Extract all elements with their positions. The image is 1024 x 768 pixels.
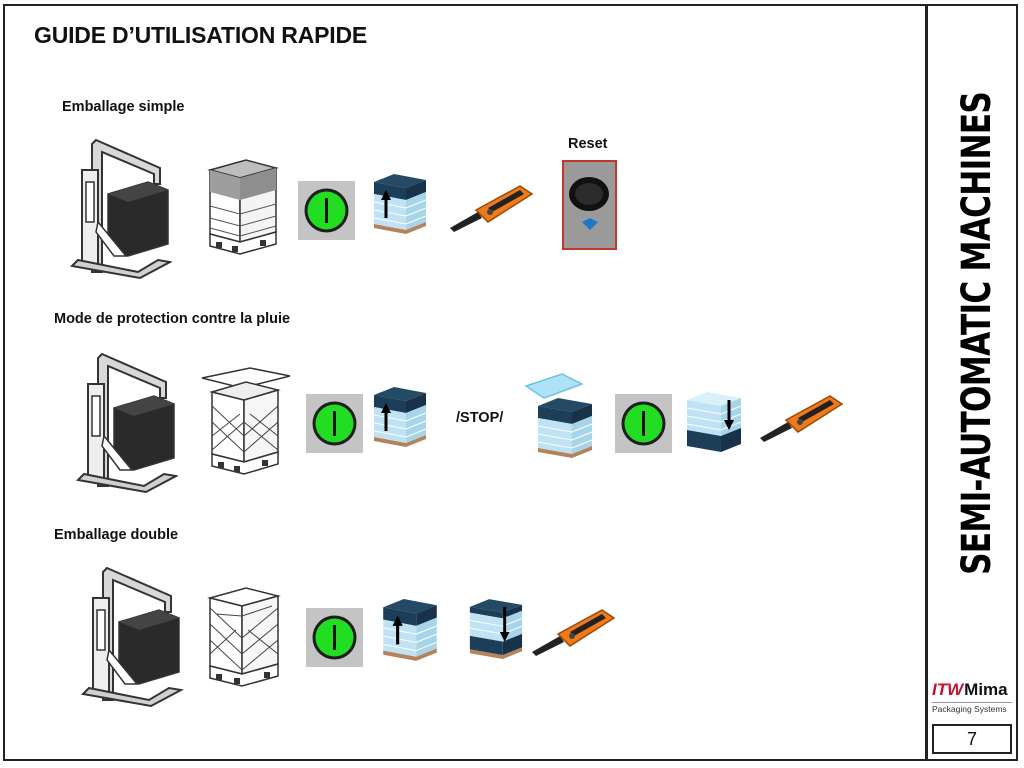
page-frame	[3, 4, 1018, 761]
sidebar-divider	[925, 4, 928, 761]
cutter-knife-icon	[758, 392, 844, 442]
pallet-film-up-icon	[372, 385, 428, 451]
page-number: 7	[932, 724, 1012, 754]
logo-tagline: Packaging Systems	[932, 704, 1007, 714]
pallet-film-down-icon	[683, 390, 743, 460]
cutter-knife-icon	[530, 606, 616, 656]
section-heading-rain-protection: Mode de protection contre la pluie	[54, 311, 291, 327]
stop-label: /STOP/	[456, 410, 504, 426]
pallet-cover-sheet-placing-icon	[522, 372, 600, 464]
start-button-icon[interactable]	[615, 394, 672, 453]
start-button-icon[interactable]	[306, 394, 363, 453]
pallet-film-up-icon	[380, 597, 440, 665]
reset-button-icon[interactable]	[562, 160, 617, 250]
pallet-film-up-icon	[372, 172, 428, 238]
pallet-with-cover-sheet-icon	[200, 366, 292, 482]
start-button-icon[interactable]	[306, 608, 363, 667]
section-heading-double: Emballage double	[54, 527, 179, 543]
start-button-icon[interactable]	[298, 181, 355, 240]
company-logo: ITWMima Packaging Systems	[932, 680, 1014, 714]
wrapping-machine-icon	[76, 560, 186, 708]
wrapped-pallet-icon	[206, 156, 280, 262]
reset-label: Reset	[568, 136, 608, 152]
wrapping-machine-icon	[74, 346, 178, 494]
page-title: GUIDE D’UTILISATION RAPIDE	[34, 22, 367, 48]
logo-prefix: ITW	[932, 680, 964, 699]
wrapping-machine-icon	[68, 132, 172, 280]
sidebar-title: SEMI-AUTOMATIC MACHINES	[954, 91, 1000, 575]
pallet-film-down-icon	[466, 596, 524, 666]
section-heading-simple: Emballage simple	[62, 99, 185, 115]
logo-brand: Mima	[964, 680, 1008, 699]
cutter-knife-icon	[448, 182, 534, 232]
double-wrapped-pallet-icon	[206, 584, 282, 694]
